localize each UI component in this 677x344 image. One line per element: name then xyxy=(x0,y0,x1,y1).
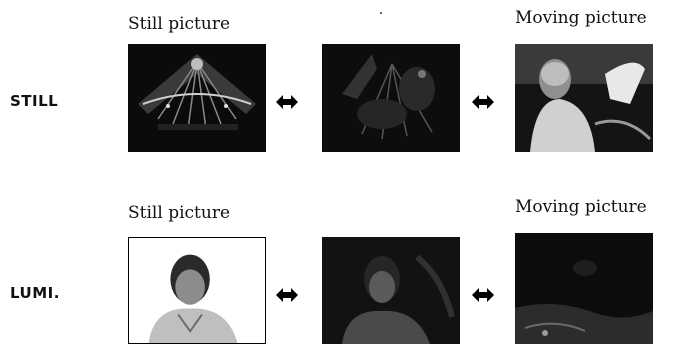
double-arrow-icon xyxy=(276,288,298,302)
still-frame-3 xyxy=(515,44,653,152)
still-row-label: STILL xyxy=(10,92,59,110)
still-frame-1 xyxy=(128,44,266,152)
lumi-row-label: LUMI. xyxy=(10,284,60,302)
double-arrow-icon xyxy=(472,95,494,109)
lumi-frame-2 xyxy=(322,237,460,344)
lumi-row-left-caption: Still picture xyxy=(128,203,230,223)
still-row-right-caption: Moving picture xyxy=(515,8,647,28)
stray-dot xyxy=(380,12,382,14)
double-arrow-icon xyxy=(472,288,494,302)
lumi-frame-3 xyxy=(515,233,653,344)
lumi-frame-1 xyxy=(128,237,266,344)
still-frame-2 xyxy=(322,44,460,152)
double-arrow-icon xyxy=(276,95,298,109)
lumi-row-right-caption: Moving picture xyxy=(515,197,647,217)
still-row-left-caption: Still picture xyxy=(128,14,230,34)
